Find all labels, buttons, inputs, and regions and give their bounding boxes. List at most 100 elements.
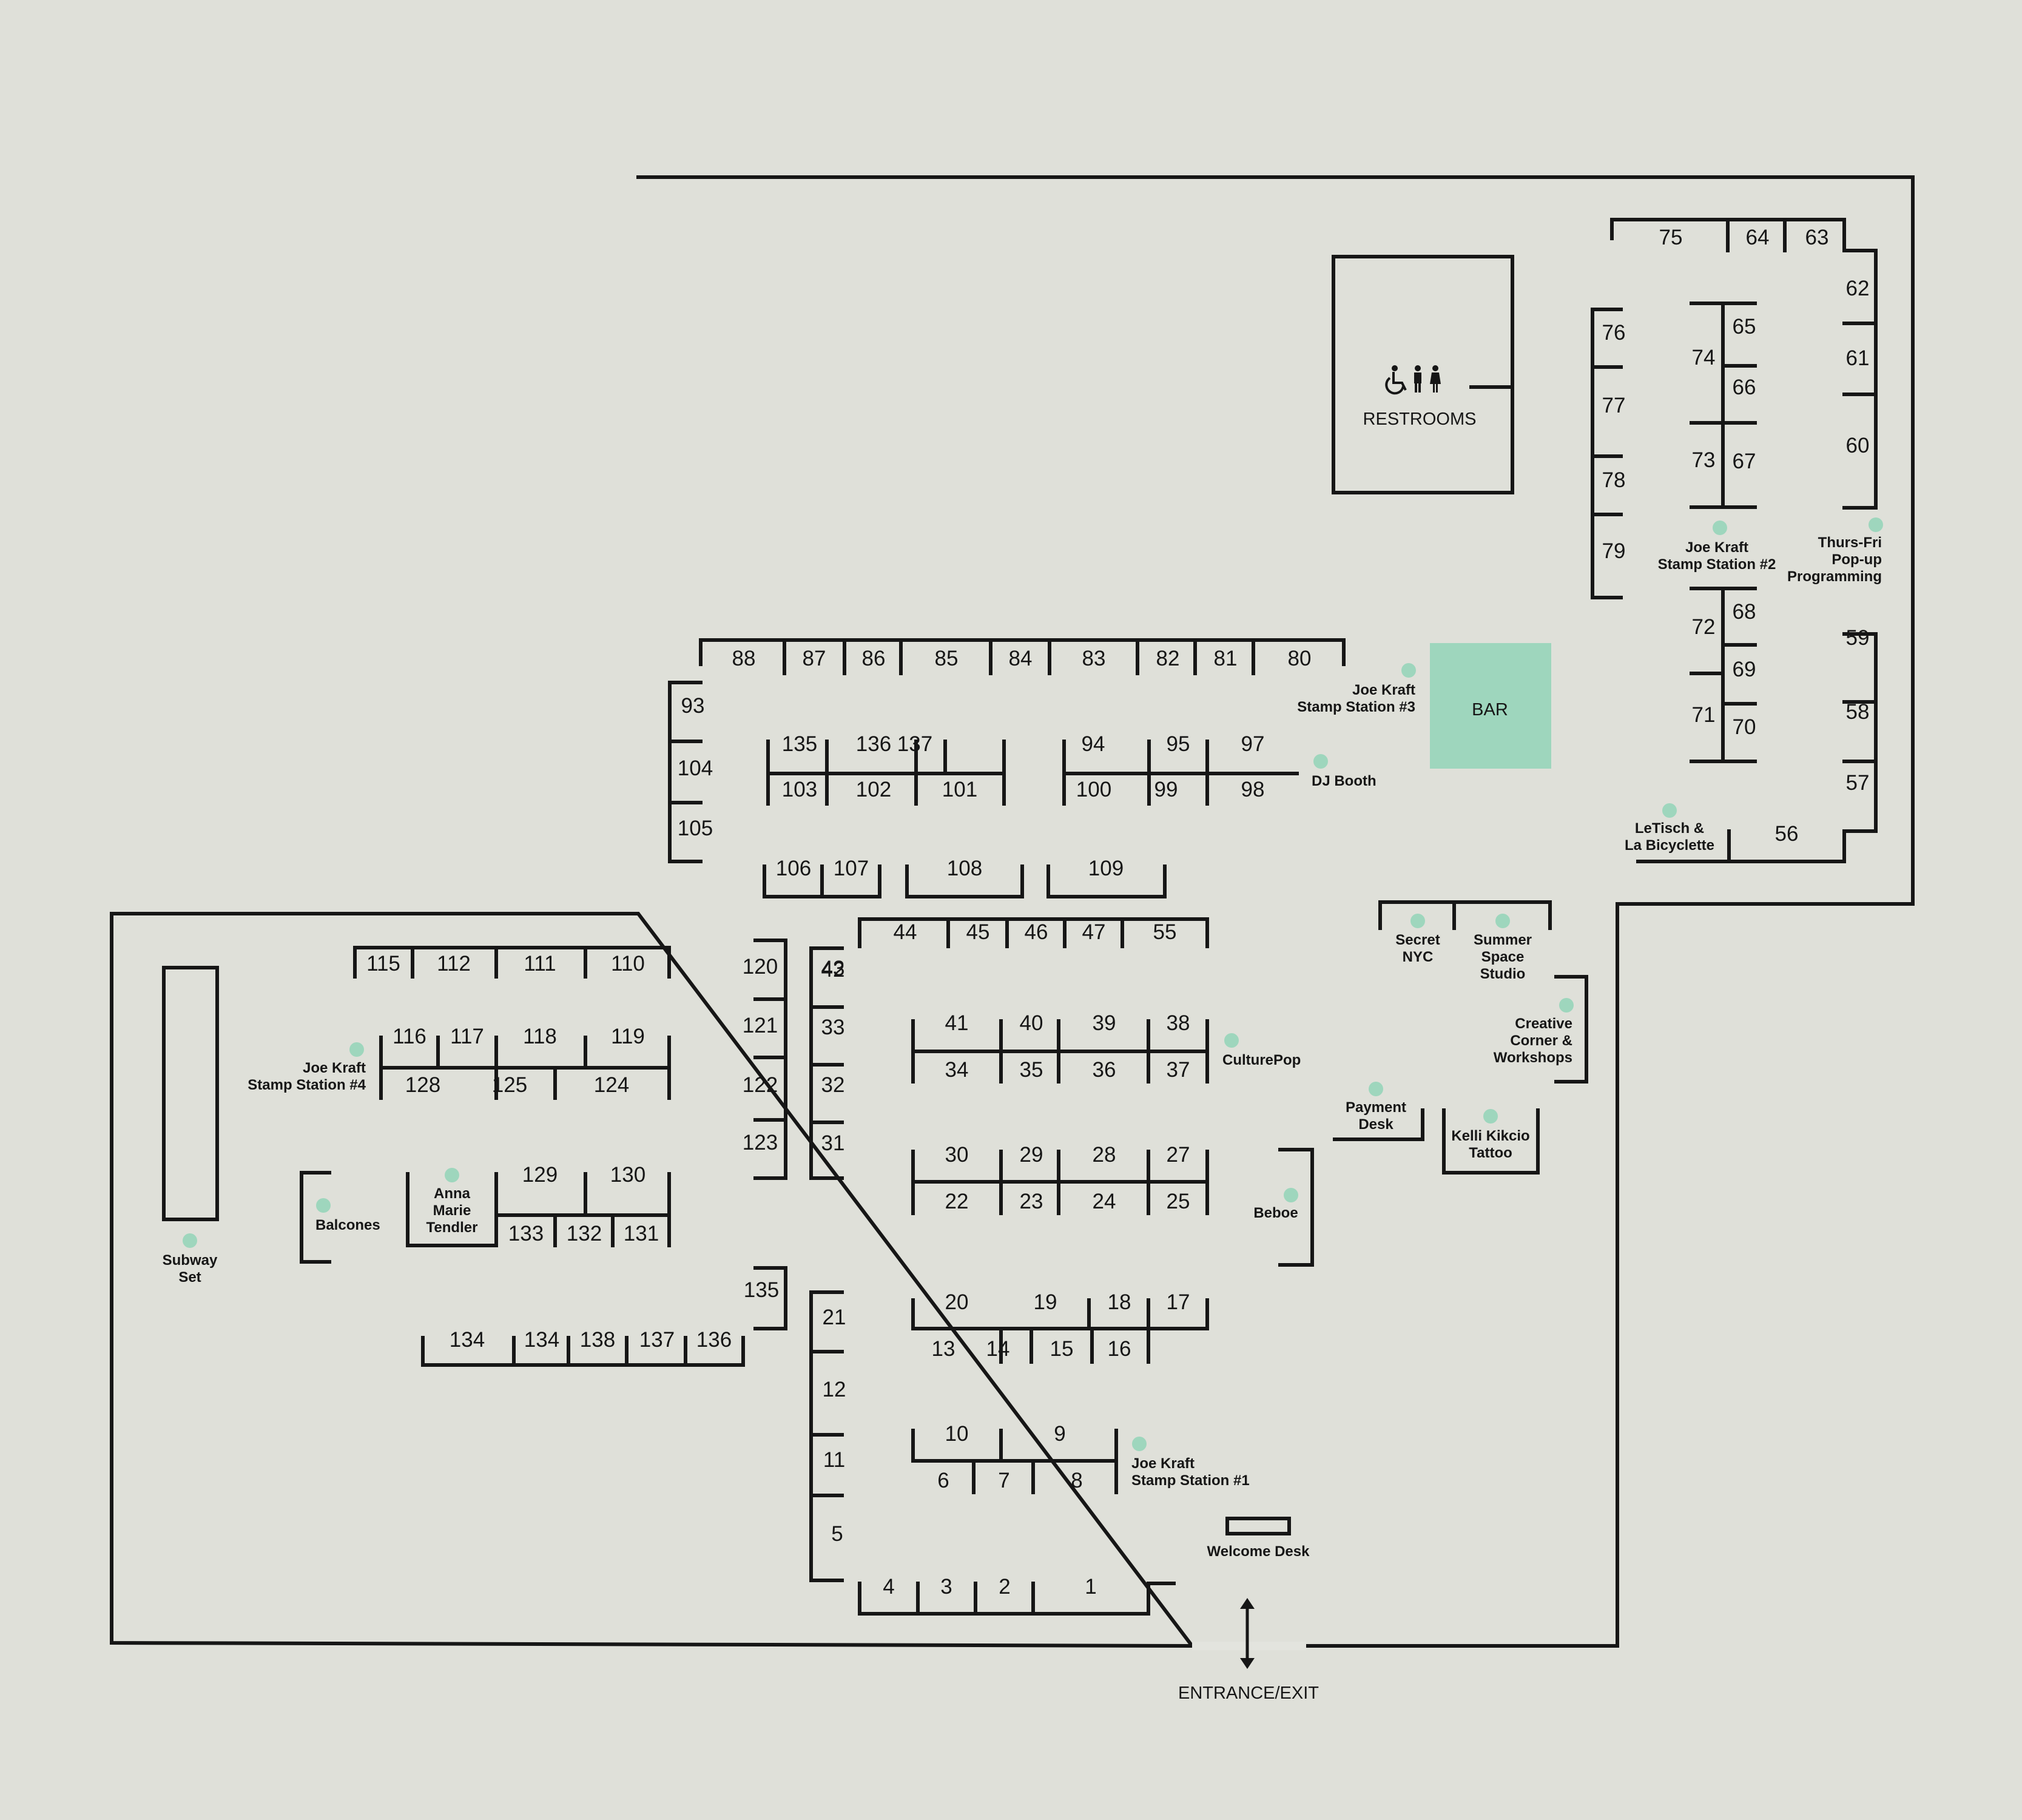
booth-130[interactable]: 130 [610, 1163, 645, 1187]
booth-11[interactable]: 11 [823, 1448, 845, 1472]
booth-136[interactable]: 136 [856, 732, 891, 756]
booth-137[interactable]: 137 [897, 732, 932, 756]
bar-area[interactable] [1430, 643, 1551, 769]
booth-124[interactable]: 124 [594, 1073, 629, 1097]
booth-81[interactable]: 81 [1214, 647, 1238, 670]
booth-66[interactable]: 66 [1733, 376, 1756, 399]
booth-1[interactable]: 1 [1085, 1575, 1096, 1599]
booth-84[interactable]: 84 [1009, 647, 1033, 670]
booth-6[interactable]: 6 [937, 1469, 949, 1492]
booth-19[interactable]: 19 [1034, 1290, 1057, 1314]
booth-98[interactable]: 98 [1241, 778, 1265, 801]
booth-85[interactable]: 85 [935, 647, 959, 670]
booth-79[interactable]: 79 [1602, 539, 1626, 563]
booth-97[interactable]: 97 [1241, 732, 1265, 756]
booth-41[interactable]: 41 [945, 1011, 969, 1035]
booth-101[interactable]: 101 [942, 778, 977, 801]
booth-21[interactable]: 21 [823, 1306, 846, 1329]
booth-94[interactable]: 94 [1082, 732, 1105, 756]
booth-24[interactable]: 24 [1093, 1190, 1116, 1213]
booth-78[interactable]: 78 [1602, 468, 1626, 492]
booth-137[interactable]: 137 [639, 1328, 675, 1352]
booth-43[interactable]: 43 [821, 957, 845, 980]
booth-7[interactable]: 7 [998, 1469, 1009, 1492]
poi-letisch-la-bicyclette[interactable]: LeTisch &La Bicyclette [1625, 803, 1714, 854]
booth-12[interactable]: 12 [823, 1378, 846, 1401]
booth-56[interactable]: 56 [1775, 822, 1799, 846]
booth-63[interactable]: 63 [1805, 226, 1829, 249]
booth-93[interactable]: 93 [681, 694, 705, 718]
booth-22[interactable]: 22 [945, 1190, 969, 1213]
booth-86[interactable]: 86 [862, 647, 886, 670]
booth-88[interactable]: 88 [732, 647, 756, 670]
booth-132[interactable]: 132 [567, 1222, 602, 1245]
booth-119[interactable]: 119 [611, 1025, 645, 1048]
booth-65[interactable]: 65 [1733, 315, 1756, 339]
booth-104[interactable]: 104 [678, 757, 713, 780]
booth-107[interactable]: 107 [834, 857, 869, 880]
booth-72[interactable]: 72 [1692, 615, 1716, 639]
booth-20[interactable]: 20 [945, 1290, 969, 1314]
booth-39[interactable]: 39 [1093, 1011, 1116, 1035]
booth-77[interactable]: 77 [1602, 394, 1626, 417]
booth-102[interactable]: 102 [856, 778, 891, 801]
booth-99[interactable]: 99 [1154, 778, 1178, 801]
booth-35[interactable]: 35 [1020, 1058, 1043, 1082]
booth-44[interactable]: 44 [894, 920, 917, 944]
booth-18[interactable]: 18 [1108, 1290, 1131, 1314]
booth-61[interactable]: 61 [1846, 346, 1870, 370]
booth-108[interactable]: 108 [947, 857, 982, 880]
booth-29[interactable]: 29 [1020, 1143, 1043, 1167]
booth-129[interactable]: 129 [522, 1163, 558, 1187]
booth-42[interactable]: 42 [821, 958, 845, 982]
poi-balcones[interactable]: Balcones [315, 1198, 380, 1233]
booth-117[interactable]: 117 [450, 1025, 484, 1048]
booth-67[interactable]: 67 [1733, 450, 1756, 473]
entrance-opening[interactable] [1192, 1642, 1306, 1650]
booth-25[interactable]: 25 [1167, 1190, 1190, 1213]
booth-83[interactable]: 83 [1082, 647, 1106, 670]
booth-16[interactable]: 16 [1108, 1337, 1131, 1361]
booth-125[interactable]: 125 [492, 1073, 527, 1097]
booth-57[interactable]: 57 [1846, 771, 1870, 795]
booth-34[interactable]: 34 [945, 1058, 969, 1082]
booth-138[interactable]: 138 [580, 1328, 615, 1352]
poi-dj-booth[interactable]: DJ Booth [1312, 754, 1377, 789]
booth-120[interactable]: 120 [743, 955, 778, 979]
booth-58[interactable]: 58 [1846, 700, 1870, 724]
booth-5[interactable]: 5 [831, 1522, 843, 1546]
booth-38[interactable]: 38 [1167, 1011, 1190, 1035]
booth-115[interactable]: 115 [366, 952, 400, 976]
booth-36[interactable]: 36 [1093, 1058, 1116, 1082]
booth-103[interactable]: 103 [782, 778, 817, 801]
booth-31[interactable]: 31 [821, 1131, 845, 1155]
restrooms-area[interactable] [1332, 255, 1514, 494]
booth-76[interactable]: 76 [1602, 321, 1626, 345]
booth-105[interactable]: 105 [678, 817, 713, 840]
booth-122[interactable]: 122 [743, 1073, 778, 1097]
subway-set-structure[interactable] [162, 966, 219, 1221]
booth-3[interactable]: 3 [940, 1575, 952, 1599]
booth-64[interactable]: 64 [1746, 226, 1770, 249]
booth-106[interactable]: 106 [776, 857, 811, 880]
booth-4[interactable]: 4 [883, 1575, 894, 1599]
booth-37[interactable]: 37 [1167, 1058, 1190, 1082]
booth-47[interactable]: 47 [1082, 920, 1106, 944]
booth-133[interactable]: 133 [508, 1222, 544, 1245]
booth-17[interactable]: 17 [1167, 1290, 1190, 1314]
booth-10[interactable]: 10 [945, 1422, 969, 1446]
booth-95[interactable]: 95 [1167, 732, 1190, 756]
booth-71[interactable]: 71 [1692, 703, 1716, 727]
booth-109[interactable]: 109 [1088, 857, 1124, 880]
booth-74[interactable]: 74 [1692, 346, 1716, 369]
booth-82[interactable]: 82 [1156, 647, 1180, 670]
